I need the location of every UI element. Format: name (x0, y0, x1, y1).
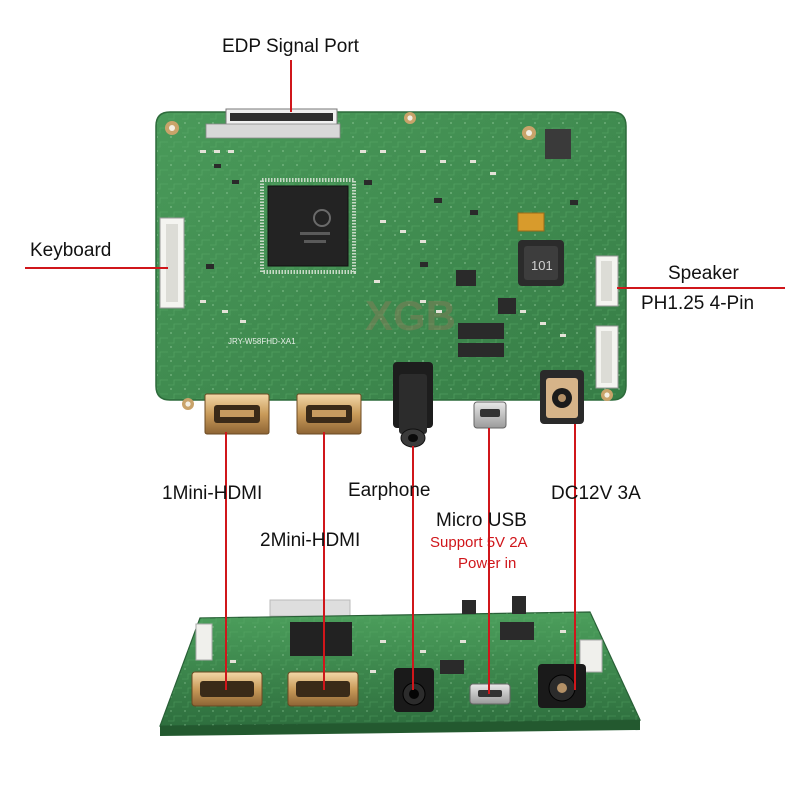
main-board: 101 JRY-W58FHD-XA1 XGB (155, 108, 627, 448)
small-chip-icon (458, 323, 504, 339)
keyboard-header-icon (195, 623, 213, 661)
speaker-header-icon (595, 255, 619, 389)
earphone-label: Earphone (348, 480, 431, 501)
keyboard-header-icon (159, 217, 185, 309)
micro-usb-label: Micro USB (436, 510, 527, 531)
small-chip-icon (458, 343, 504, 357)
mini-hdmi-connector-icon (296, 393, 362, 435)
smd-components (206, 164, 578, 269)
mini-hdmi-connector-icon (204, 393, 270, 435)
speaker-pin-label: PH1.25 4-Pin (641, 293, 755, 314)
board-model-text: JRY-W58FHD-XA1 (228, 337, 296, 346)
smd-components (200, 150, 566, 337)
main-chip-icon (260, 178, 356, 274)
dc-power-label: DC12V 3A (551, 483, 641, 504)
speaker-header-icon (579, 639, 603, 673)
pointer-lines (25, 60, 785, 694)
mini-hdmi-2-label: 2Mini-HDMI (260, 530, 361, 551)
mounting-hole (165, 121, 179, 135)
keyboard-label: Keyboard (30, 240, 112, 261)
micro-usb-port-icon (473, 401, 507, 429)
mini-hdmi-1-label: 1Mini-HDMI (162, 483, 263, 504)
watermark: XGB (365, 292, 456, 339)
inductor-icon (518, 240, 564, 286)
edp-signal-port-label: EDP Signal Port (222, 36, 359, 57)
board-side-view (159, 596, 641, 736)
edp-connector-icon (269, 599, 351, 617)
tantalum-capacitor-icon (517, 212, 545, 232)
small-chip-icon (456, 270, 476, 286)
main-chip-icon (290, 622, 352, 656)
mounting-hole (404, 112, 416, 124)
dc-power-jack-icon (540, 370, 584, 424)
small-chip-icon (498, 298, 516, 314)
speaker-label: Speaker (668, 263, 739, 284)
earphone-jack-icon (393, 362, 433, 448)
inductor-marking: 101 (531, 258, 553, 273)
edp-connector-icon (205, 108, 341, 139)
micro-usb-power-label: Power in (458, 555, 517, 572)
dc-power-jack-icon (538, 664, 586, 708)
mounting-hole (522, 126, 536, 140)
mounting-hole (601, 389, 613, 401)
mounting-hole (182, 398, 194, 410)
regulator-icon (545, 129, 571, 159)
micro-usb-support-label: Support 5V 2A (430, 534, 528, 551)
